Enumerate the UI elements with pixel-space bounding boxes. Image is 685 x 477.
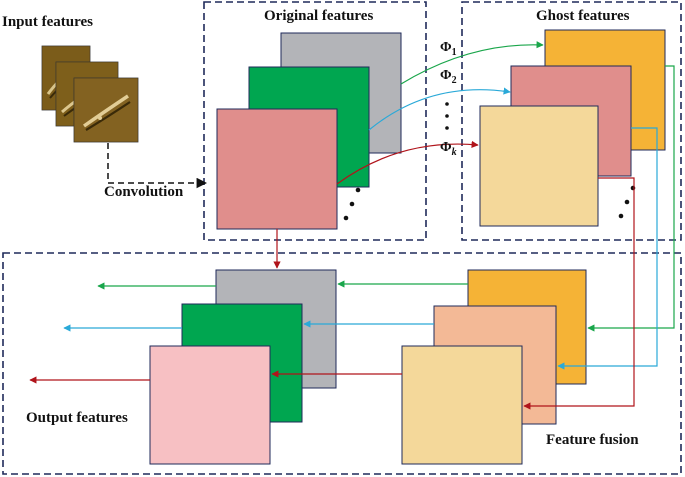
original-features-frame: [203, 1, 427, 241]
input-image-3: [73, 77, 139, 143]
ghost-ellipsis-dots: [618, 185, 636, 219]
original-feature-pink: [216, 108, 338, 230]
input-feature-images: [41, 45, 139, 143]
phik-arrow: [336, 140, 479, 185]
original-features-label: Original features: [264, 8, 374, 24]
phi1-arrow: [400, 41, 544, 85]
fusion-feature-cream: [401, 345, 523, 465]
convolution-label: Convolution: [104, 184, 184, 200]
ghost-red-route: [523, 177, 635, 410]
ghost-features-frame: [461, 1, 682, 241]
ghost-green-route: [587, 65, 675, 332]
phi-2-label: Φ2: [440, 68, 457, 86]
output-fusion-frame: [2, 252, 682, 475]
ghost-feature-cream: [479, 105, 599, 227]
convolution-arrow: [107, 143, 208, 189]
original-ellipsis-dots: [343, 187, 361, 221]
input-features-label: Input features: [2, 14, 93, 30]
ghost-blue-route: [557, 127, 658, 370]
phi-k-label: Φk: [440, 140, 457, 158]
output-features-label: Output features: [26, 410, 128, 426]
feature-fusion-label: Feature fusion: [546, 432, 639, 448]
phi-ellipsis-dots: [445, 102, 449, 130]
ghost-features-label: Ghost features: [536, 8, 630, 24]
phi-1-label: Φ1: [440, 40, 457, 58]
output-feature-light-pink: [149, 345, 271, 465]
phi2-arrow: [368, 87, 511, 131]
